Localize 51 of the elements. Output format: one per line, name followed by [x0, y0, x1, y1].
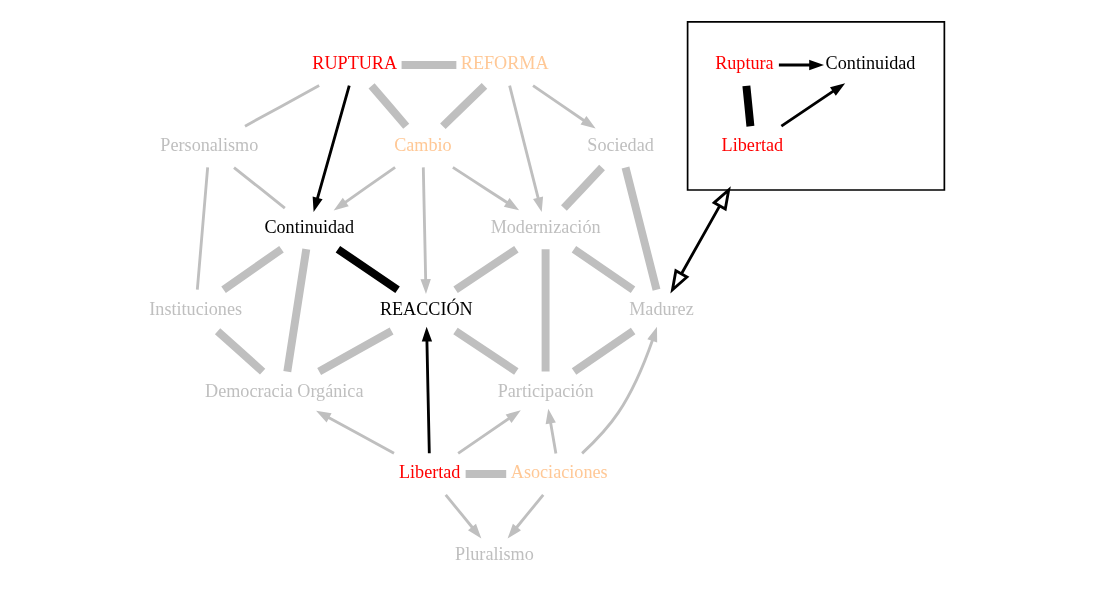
arrow [778, 59, 824, 71]
node-text: REACCIÓN [379, 298, 473, 319]
node-text: Sociedad [586, 135, 654, 156]
connector [220, 245, 284, 293]
node-text: Participación [497, 380, 593, 401]
arrow [333, 166, 396, 211]
arrow [545, 408, 557, 454]
node-text: Instituciones [148, 298, 242, 319]
connector [214, 328, 265, 375]
node-text: Libertad [721, 135, 783, 156]
node-text: Madurez [628, 298, 694, 319]
node-text: Continuidad [825, 53, 915, 74]
arrow [312, 85, 351, 213]
node-text: Libertad [398, 462, 460, 483]
arrow [580, 326, 657, 455]
node-text: REFORMA [460, 53, 549, 74]
cluster [686, 20, 945, 191]
connector [452, 327, 518, 375]
node-text: Cambio [393, 135, 452, 156]
node-text: Asociaciones [510, 462, 608, 483]
node-text: Personalismo [159, 135, 258, 156]
node-text: RUPTURA [311, 53, 397, 74]
connector [452, 245, 519, 294]
connector [195, 167, 209, 290]
connector [439, 82, 487, 130]
node-text: Continuidad [263, 216, 354, 237]
node-text: Pluralismo [454, 544, 534, 565]
arrow [444, 493, 481, 539]
connector [368, 83, 409, 129]
connector [571, 327, 635, 375]
arrow [451, 166, 519, 211]
node-text: Modernización [490, 216, 601, 237]
arrow [531, 84, 596, 129]
arrow [420, 167, 431, 295]
arrow [780, 83, 845, 128]
node-text: Democracia Orgánica [204, 380, 364, 401]
connector [571, 245, 635, 294]
connector [335, 245, 400, 294]
arrow [669, 186, 731, 294]
arrow [507, 85, 543, 213]
connector [243, 84, 320, 128]
connector [316, 327, 393, 375]
arrow [456, 410, 521, 455]
connector [560, 164, 605, 211]
connector [282, 248, 310, 373]
node-text: Ruptura [714, 53, 774, 74]
connector [232, 166, 286, 210]
arrow [507, 493, 544, 539]
arrow [421, 326, 432, 454]
arrow [315, 410, 395, 455]
connector [621, 166, 660, 291]
